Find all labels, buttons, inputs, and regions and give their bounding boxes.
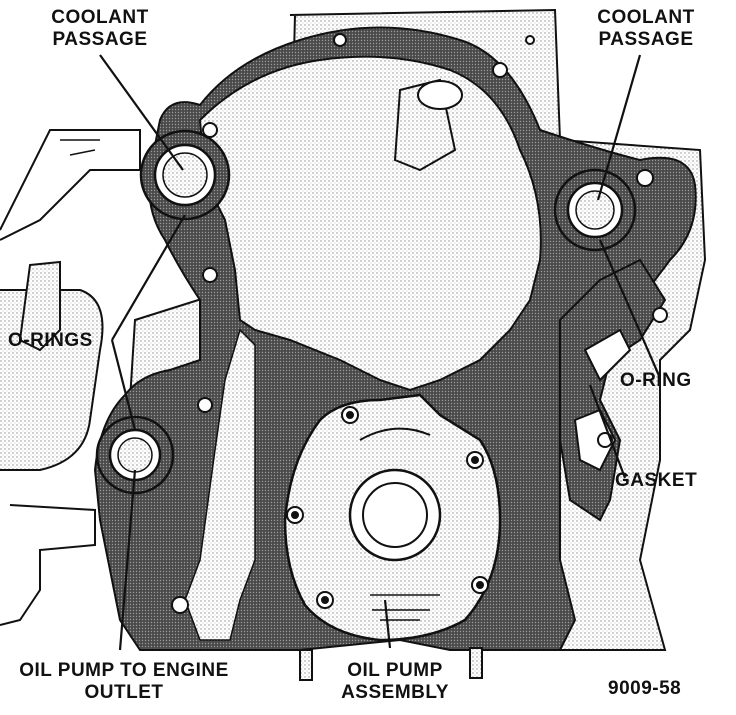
label-text: O-RINGS: [8, 330, 93, 351]
label-line-1: COOLANT: [51, 7, 149, 28]
figure-id: 9009-58: [608, 678, 681, 700]
label-oil-pump-to-engine-outlet: OIL PUMP TO ENGINE OUTLET: [6, 660, 242, 704]
label-coolant-passage-right: COOLANT PASSAGE: [584, 7, 708, 51]
label-line-2: PASSAGE: [598, 29, 694, 50]
label-line-2: ASSEMBLY: [341, 682, 449, 703]
label-o-ring: O-RING: [620, 370, 692, 392]
label-line-2: OUTLET: [84, 682, 164, 703]
dowel-tube: [393, 78, 463, 172]
leader-lines: [99, 54, 662, 651]
label-line-2: PASSAGE: [52, 29, 148, 50]
label-text: 9009-58: [608, 678, 682, 699]
coolant-passage-left: [139, 129, 231, 221]
timing-cover-gasket: [93, 26, 697, 651]
label-line-1: OIL PUMP: [347, 660, 443, 681]
oil-pump-bolts: [286, 406, 489, 609]
oil-pump-assembly: [283, 393, 502, 642]
label-text: O-RING: [620, 370, 692, 391]
label-o-rings: O-RINGS: [8, 330, 93, 352]
label-line-1: COOLANT: [597, 7, 695, 28]
label-line-1: OIL PUMP TO ENGINE: [19, 660, 229, 681]
label-coolant-passage-left: COOLANT PASSAGE: [38, 7, 162, 51]
studs: [299, 647, 483, 681]
label-text: GASKET: [615, 470, 698, 491]
label-oil-pump-assembly: OIL PUMP ASSEMBLY: [335, 660, 455, 704]
coolant-passage-right: [553, 168, 637, 252]
gasket-bolt-holes: [171, 33, 668, 614]
label-gasket: GASKET: [615, 470, 697, 492]
